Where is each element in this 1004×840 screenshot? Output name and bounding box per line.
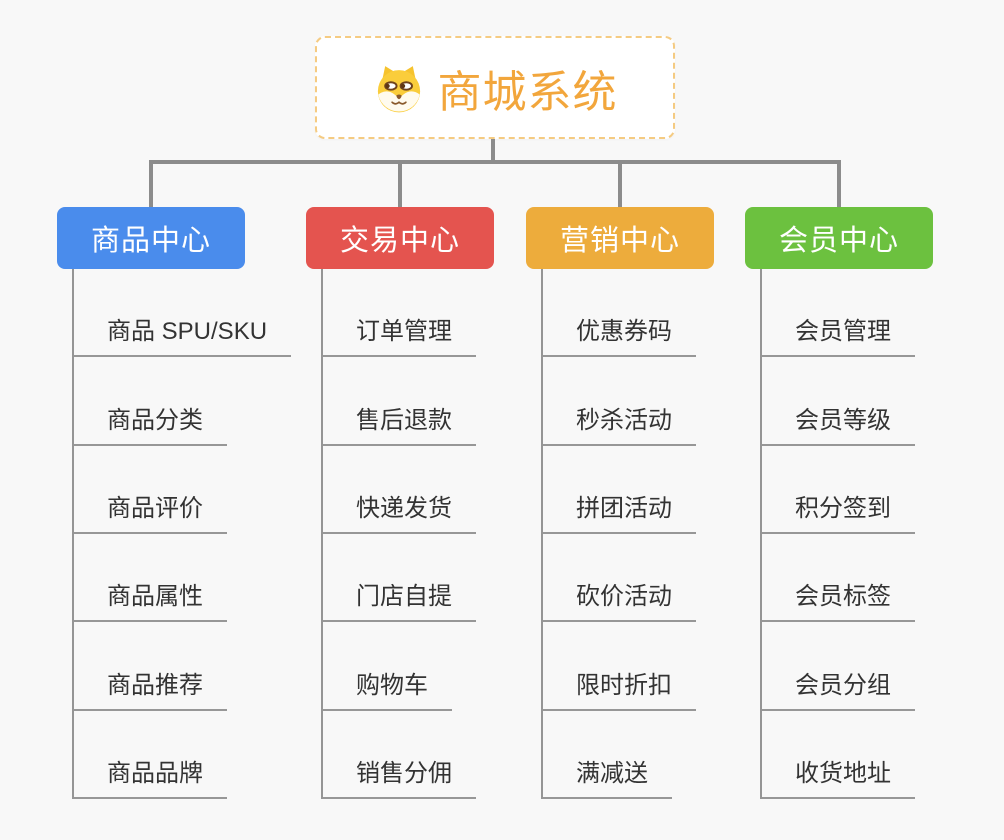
list-item: 拼团活动: [541, 446, 696, 534]
child-node-label[interactable]: 限时折扣: [541, 665, 696, 711]
list-item: 砍价活动: [541, 534, 696, 623]
list-item: 购物车: [321, 622, 476, 711]
list-item: 快递发货: [321, 446, 476, 534]
branch-trade-center: 交易中心 订单管理 售后退款 快递发货 门店自提 购物车 销售分佣: [306, 207, 494, 799]
list-item: 门店自提: [321, 534, 476, 623]
list-item: 秒杀活动: [541, 357, 696, 446]
connector-root-stub: [491, 139, 495, 162]
child-node-label[interactable]: 会员管理: [760, 311, 915, 358]
list-item: 销售分佣: [321, 711, 476, 799]
branch-node-marketing-center[interactable]: 营销中心: [526, 207, 714, 269]
child-node-label[interactable]: 商品分类: [72, 400, 227, 446]
child-node-label[interactable]: 购物车: [321, 665, 452, 711]
list-item: 商品 SPU/SKU: [72, 269, 292, 358]
connector-child-line: [541, 269, 543, 799]
list-item: 积分签到: [760, 446, 915, 534]
branch-children-product: 商品 SPU/SKU 商品分类 商品评价 商品属性 商品推荐 商品品牌: [72, 269, 292, 799]
child-node-label[interactable]: 会员标签: [760, 576, 915, 623]
list-item: 限时折扣: [541, 622, 696, 711]
branch-children-marketing: 优惠券码 秒杀活动 拼团活动 砍价活动 限时折扣 满减送: [541, 269, 696, 799]
connector-child-line: [321, 269, 323, 799]
list-item: 优惠券码: [541, 269, 696, 358]
root-node-title: 商城系统: [437, 67, 618, 117]
connector-horizontal-rail: [149, 160, 841, 164]
connector-child-line: [760, 269, 762, 799]
child-node-label[interactable]: 会员分组: [760, 665, 915, 711]
branch-member-center: 会员中心 会员管理 会员等级 积分签到 会员标签 会员分组 收货地址: [745, 207, 933, 799]
branch-children-member: 会员管理 会员等级 积分签到 会员标签 会员分组 收货地址: [760, 269, 915, 799]
child-node-label[interactable]: 快递发货: [321, 488, 476, 534]
child-node-label[interactable]: 积分签到: [760, 488, 915, 534]
branch-node-trade-center[interactable]: 交易中心: [306, 207, 494, 269]
child-node-label[interactable]: 砍价活动: [541, 576, 696, 623]
child-node-label[interactable]: 门店自提: [321, 576, 476, 623]
connector-drop-marketing: [618, 160, 622, 207]
connector-drop-product: [149, 160, 153, 207]
list-item: 会员标签: [760, 534, 915, 623]
list-item: 商品品牌: [72, 711, 291, 799]
connector-drop-trade: [398, 160, 402, 207]
list-item: 商品评价: [72, 446, 291, 534]
list-item: 会员管理: [760, 269, 915, 358]
child-node-label[interactable]: 商品属性: [72, 576, 227, 623]
root-node[interactable]: 商城系统: [315, 36, 675, 139]
list-item: 商品属性: [72, 534, 291, 623]
list-item: 会员分组: [760, 622, 915, 711]
list-item: 满减送: [541, 711, 696, 799]
list-item: 订单管理: [321, 269, 476, 358]
connector-drop-member: [837, 160, 841, 207]
child-node-label[interactable]: 售后退款: [321, 400, 476, 446]
child-node-label[interactable]: 商品推荐: [72, 665, 227, 711]
branch-children-trade: 订单管理 售后退款 快递发货 门店自提 购物车 销售分佣: [321, 269, 476, 799]
branch-node-product-center[interactable]: 商品中心: [57, 207, 245, 269]
child-node-label[interactable]: 商品 SPU/SKU: [72, 311, 292, 358]
child-node-label[interactable]: 收货地址: [760, 753, 915, 799]
child-node-label[interactable]: 销售分佣: [321, 753, 476, 799]
connector-child-line: [72, 269, 74, 799]
child-node-label[interactable]: 商品评价: [72, 488, 227, 534]
list-item: 会员等级: [760, 357, 915, 446]
branch-product-center: 商品中心 商品 SPU/SKU 商品分类 商品评价 商品属性 商品推荐 商品品牌: [57, 207, 292, 799]
child-node-label[interactable]: 会员等级: [760, 400, 915, 446]
child-node-label[interactable]: 订单管理: [321, 311, 476, 358]
branch-marketing-center: 营销中心 优惠券码 秒杀活动 拼团活动 砍价活动 限时折扣 满减送: [526, 207, 714, 799]
branch-node-member-center[interactable]: 会员中心: [745, 207, 933, 269]
shiba-dog-icon: [377, 65, 420, 112]
child-node-label[interactable]: 商品品牌: [72, 753, 227, 799]
list-item: 商品分类: [72, 357, 291, 446]
list-item: 售后退款: [321, 357, 476, 446]
child-node-label[interactable]: 拼团活动: [541, 488, 696, 534]
list-item: 收货地址: [760, 711, 915, 799]
child-node-label[interactable]: 满减送: [541, 753, 672, 799]
child-node-label[interactable]: 秒杀活动: [541, 400, 696, 446]
child-node-label[interactable]: 优惠券码: [541, 311, 696, 358]
list-item: 商品推荐: [72, 622, 291, 711]
